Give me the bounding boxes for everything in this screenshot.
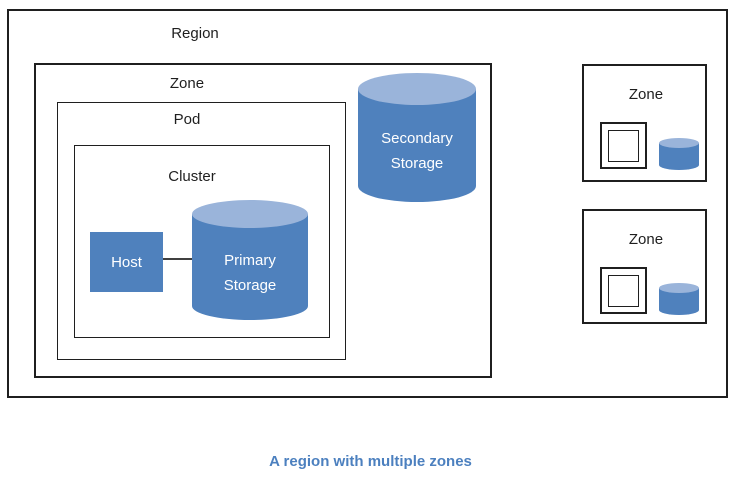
mini-zone-2-label: Zone	[628, 231, 664, 248]
cluster-box: Cluster	[74, 145, 330, 338]
zone-box: Zone Pod Cluster	[34, 63, 492, 378]
host-box: Host	[90, 232, 163, 292]
region-box: Region Zone Pod Cluster	[7, 9, 728, 398]
zone-label: Zone	[169, 75, 205, 92]
cluster-label: Cluster	[168, 168, 216, 185]
host-storage-connector-line	[163, 258, 192, 260]
mini-zone-box-1: Zone	[582, 64, 707, 182]
pod-label: Pod	[173, 111, 201, 128]
mini-storage-cylinder-icon	[659, 138, 699, 170]
secondary-storage-label: Secondary Storage	[381, 130, 453, 172]
diagram-caption: A region with multiple zones	[269, 453, 472, 470]
mini-pod-square	[600, 267, 647, 314]
secondary-storage-cylinder-icon	[358, 73, 476, 202]
pod-box: Pod Cluster	[57, 102, 346, 360]
mini-cluster-square	[608, 274, 639, 307]
mini-zone-1-label: Zone	[628, 86, 664, 103]
primary-storage-label: Primary Storage	[223, 252, 277, 294]
region-label: Region	[171, 25, 219, 42]
mini-pod-square	[600, 122, 647, 169]
host-label: Host	[111, 253, 142, 271]
mini-storage-cylinder-icon	[659, 283, 699, 315]
primary-storage-cylinder-icon	[192, 200, 308, 320]
mini-cluster-square	[608, 129, 639, 162]
mini-zone-box-2: Zone	[582, 209, 707, 324]
